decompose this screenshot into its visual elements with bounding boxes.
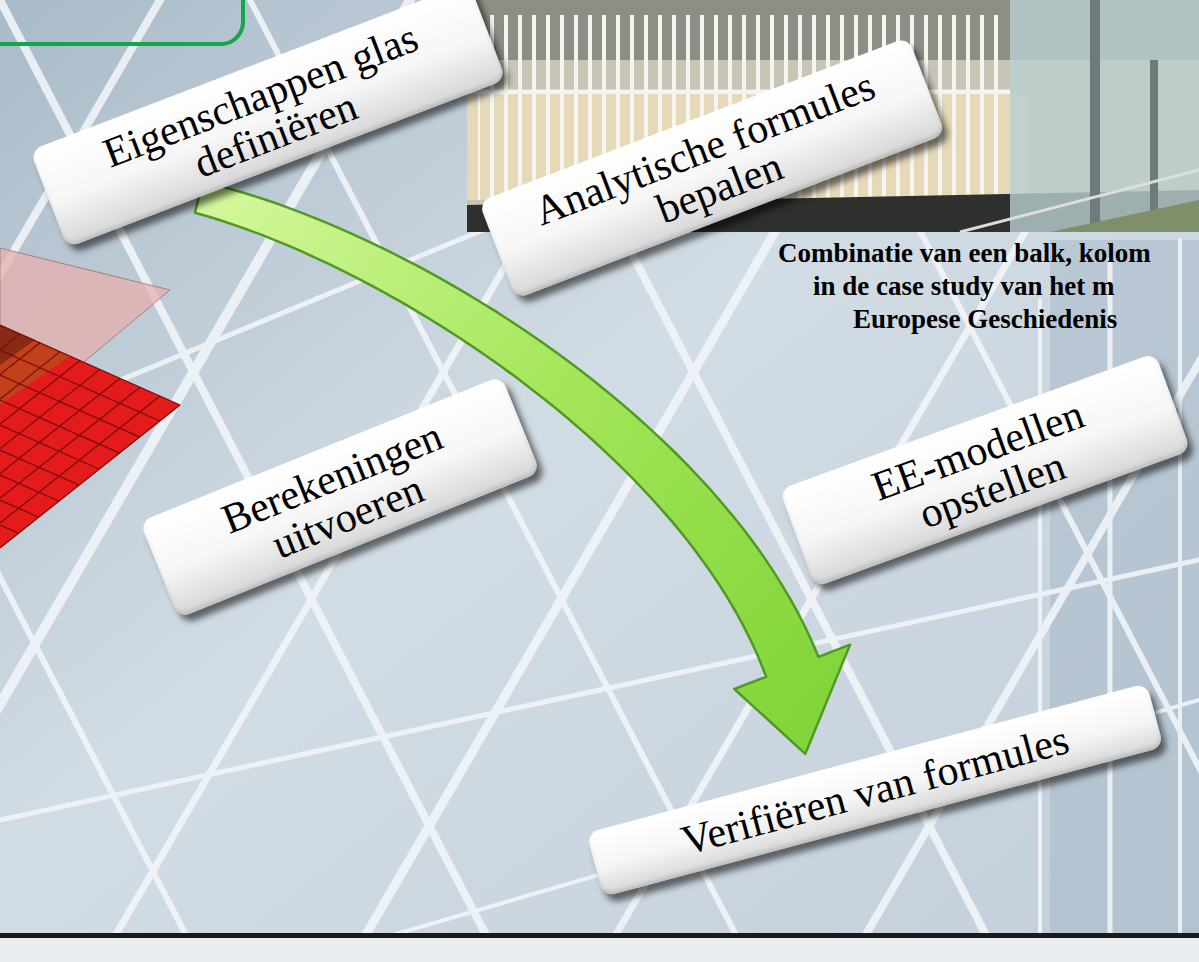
- green-frame: [0, 0, 243, 44]
- step-text: EE-modellen opstellen: [851, 387, 1119, 553]
- caption-line: Europese Geschiedenis: [853, 306, 1117, 333]
- step-text: Verifiëren van formules: [657, 713, 1093, 867]
- step-text: Eigenschappen glas definiëren: [90, 13, 447, 217]
- step-box: Verifiëren van formules: [586, 683, 1163, 897]
- step-box: Berekeningen uitvoeren: [140, 376, 541, 619]
- caption-line: Combinatie van een balk, kolom: [778, 240, 1151, 267]
- bottom-rule: [0, 933, 1199, 938]
- step-box: Eigenschappen glas definiëren: [30, 0, 506, 248]
- step-box: EE-modellen opstellen: [779, 353, 1190, 588]
- caption-line: in de case study van het m: [813, 273, 1115, 300]
- bottom-strip: [0, 938, 1199, 962]
- step-text: Berekeningen uitvoeren: [206, 410, 474, 583]
- fe-mesh-plot: [0, 248, 180, 548]
